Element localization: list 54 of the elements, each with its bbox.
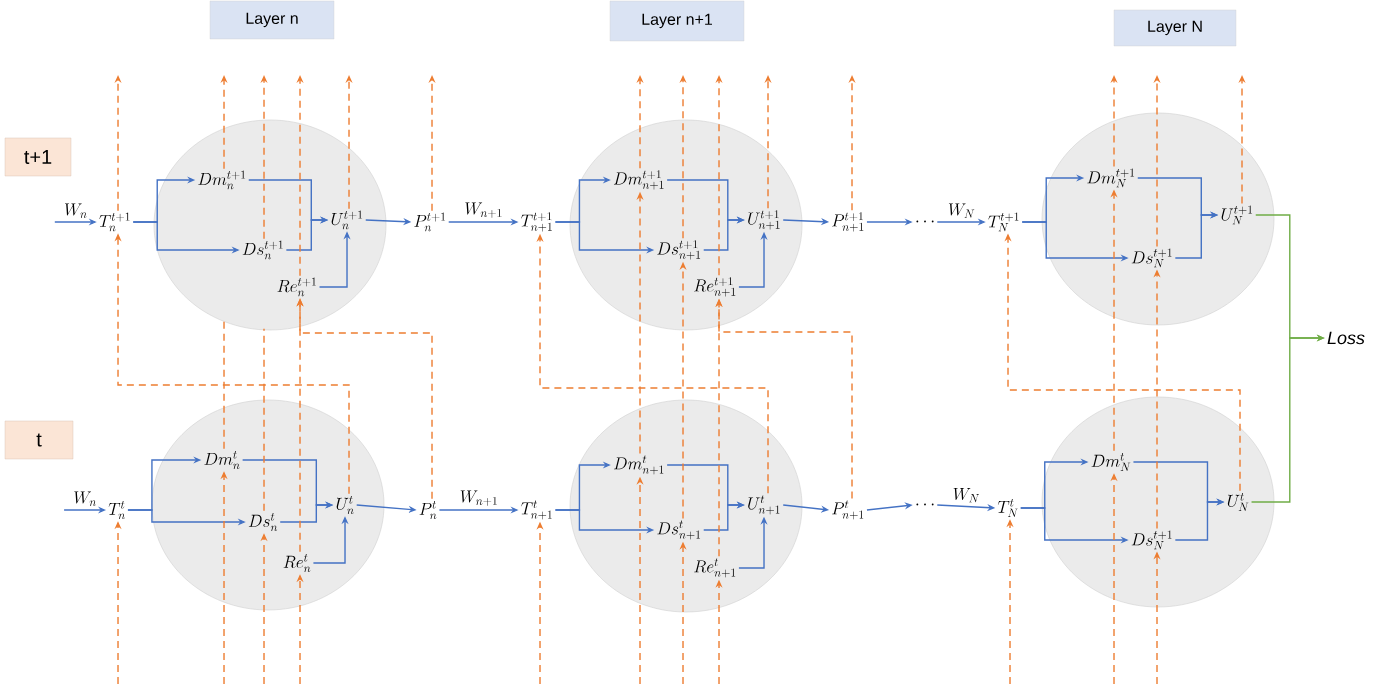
variable-label: $Dm_n^{t+1}$ (198, 170, 246, 190)
edge-label: $W_n$ (64, 203, 87, 218)
header-box: Layer N (1113, 9, 1237, 47)
output-label: Loss (1327, 331, 1365, 345)
cell-ellipse (569, 119, 803, 331)
variable-label: $U_n^t$ (336, 495, 354, 515)
variable-label: $Re_n^{t+1}$ (277, 277, 316, 297)
cell-ellipse (153, 119, 387, 331)
variable-label: $Re_n^t$ (283, 553, 311, 573)
cell-ellipse (1041, 396, 1275, 608)
time-step-box: t+1 (4, 137, 72, 177)
variable-label: $Ds_{n+1}^{t+1}$ (657, 240, 701, 260)
variable-label: $T_N^t$ (997, 498, 1018, 517)
variable-label: $Dm_N^t$ (1091, 452, 1131, 471)
variable-label: $U_n^{t+1}$ (331, 210, 363, 230)
variable-label: $Ds_n^t$ (248, 512, 278, 532)
variable-label: $T_N^{t+1}$ (988, 212, 1019, 232)
variable-label: $P_n^t$ (419, 500, 437, 520)
variable-label: $U_N^{t+1}$ (1221, 205, 1253, 225)
variable-label: $Ds_N^{t+1}$ (1131, 530, 1172, 550)
variable-label: $T_n^{t+1}$ (99, 212, 130, 232)
header-box: Layer n+1 (609, 0, 745, 42)
variable-label: $P_{n+1}^{t+1}$ (832, 212, 864, 232)
variable-label: $U_{n+1}^t$ (748, 495, 780, 515)
variable-label: $U_{n+1}^{t+1}$ (748, 210, 780, 230)
variable-label: $\cdots$ (916, 503, 934, 506)
edge-label: $W_N$ (948, 203, 975, 218)
edge-label: $W_{n+1}$ (465, 202, 502, 218)
variable-label: $T_{n+1}^{t+1}$ (521, 212, 552, 232)
variable-label: $Re_{n+1}^{t+1}$ (694, 277, 736, 297)
header-box: Layer n (209, 0, 335, 40)
variable-label: $Ds_{n+1}^t$ (657, 520, 701, 540)
variable-label: $P_{n+1}^t$ (832, 500, 864, 520)
variable-label: $Ds_n^{t+1}$ (242, 240, 283, 260)
variable-label: $Ds_N^{t+1}$ (1131, 248, 1172, 268)
edge-label: $W_{n+1}$ (460, 490, 497, 506)
time-step-box: t (4, 420, 74, 460)
dashed-line (263, 328, 265, 512)
cell-ellipse (1041, 112, 1275, 326)
variable-label: $Re_{n+1}^t$ (694, 558, 736, 578)
variable-label: $\cdots$ (916, 220, 934, 223)
variable-label: $U_N^t$ (1227, 492, 1249, 511)
variable-label: $Dm_N^{t+1}$ (1087, 168, 1135, 188)
variable-label: $Dm_{n+1}^{t+1}$ (613, 170, 664, 190)
cell-ellipse (569, 399, 803, 613)
cell-ellipse (151, 399, 385, 611)
variable-label: $Dm_{n+1}^t$ (613, 455, 664, 475)
edge-label: $W_N$ (953, 487, 979, 503)
edge-label: $W_n$ (74, 491, 96, 506)
variable-label: $P_n^{t+1}$ (414, 212, 446, 232)
dashed-line (223, 319, 225, 450)
variable-label: $T_{n+1}^t$ (521, 500, 552, 520)
variable-label: $T_n^t$ (108, 500, 125, 520)
variable-label: $Dm_n^t$ (204, 450, 240, 470)
